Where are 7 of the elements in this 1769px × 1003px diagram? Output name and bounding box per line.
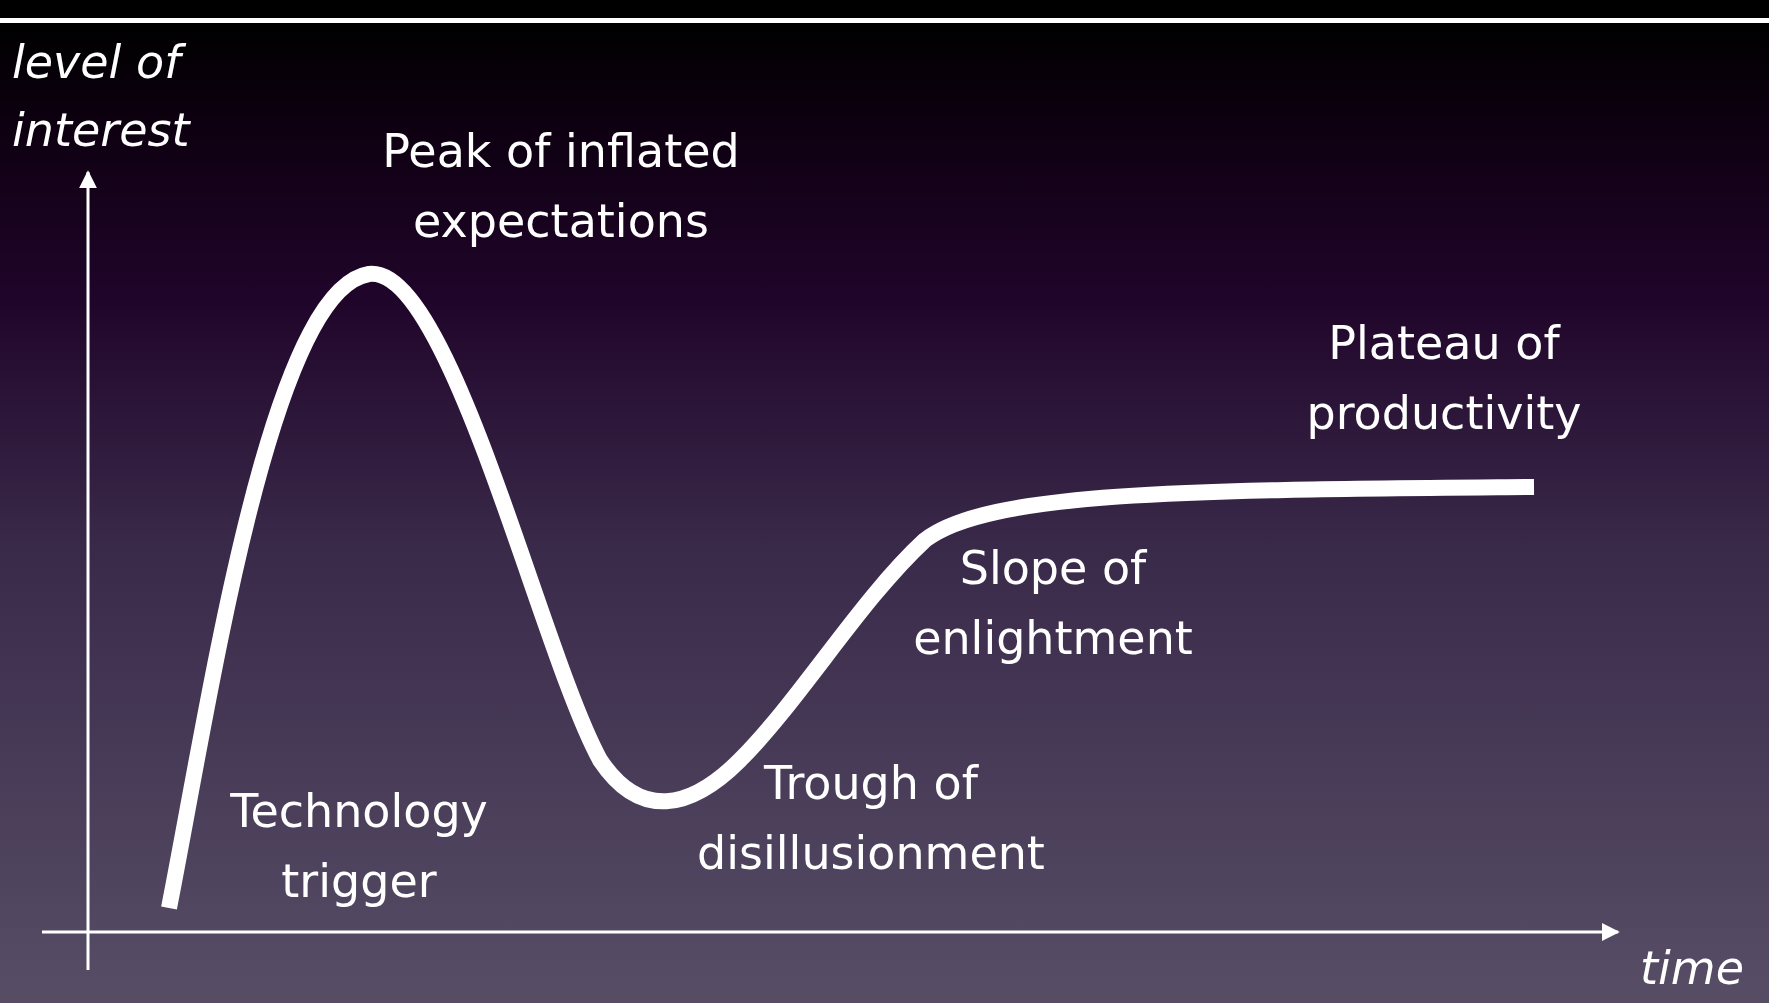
axis-label: level of interest — [12, 34, 192, 159]
stage-label: Technology trigger — [229, 783, 489, 910]
stage-label: Plateau of productivity — [1305, 315, 1583, 442]
stage-label: Trough of disillusionment — [696, 755, 1046, 882]
axis-label: time — [1640, 940, 1745, 997]
stage-label: Slope of enlightment — [912, 540, 1194, 667]
stage-label: Peak of inflated expectations — [381, 123, 741, 250]
